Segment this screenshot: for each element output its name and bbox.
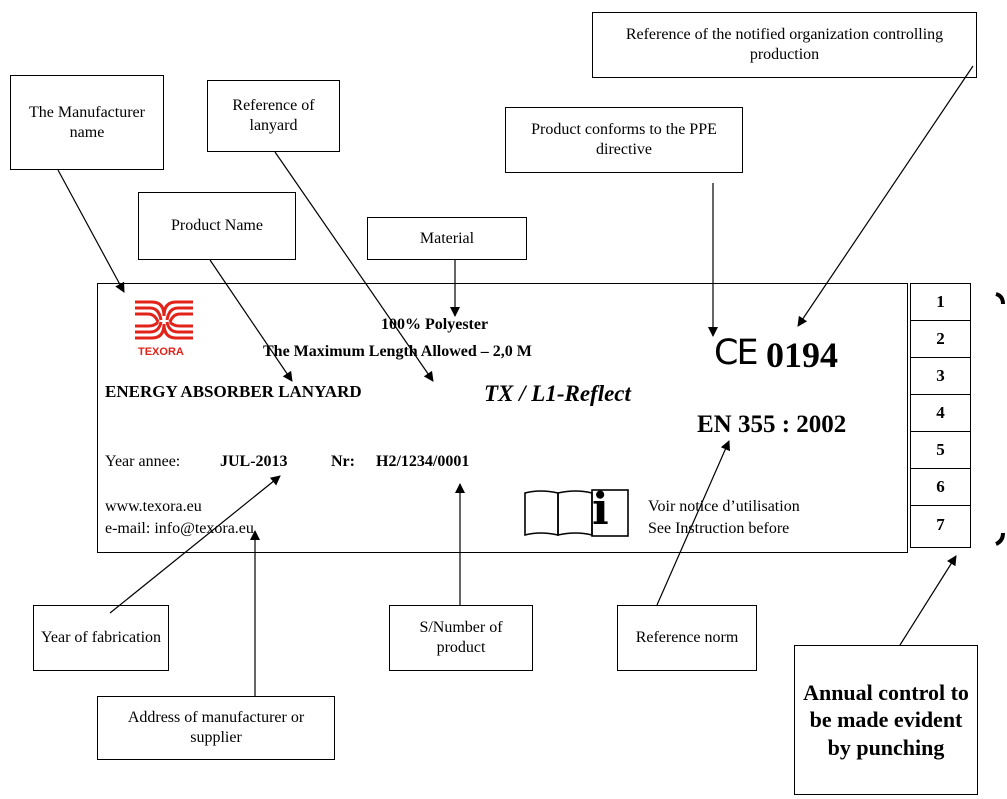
callout-manufacturer-name-text: The Manufacturer name bbox=[29, 103, 145, 141]
callout-year-fabrication: Year of fabrication bbox=[33, 605, 169, 671]
punch-cell: 5 bbox=[911, 432, 970, 469]
punch-bracket-bottom bbox=[995, 532, 1005, 546]
callout-material: Material bbox=[367, 217, 527, 260]
punch-cell: 1 bbox=[911, 284, 970, 321]
callout-annual-control: Annual control to be made evident by pun… bbox=[794, 645, 978, 795]
callout-serial-number: S/Number of product bbox=[389, 605, 533, 671]
callout-reference-norm-text: Reference norm bbox=[635, 629, 739, 646]
material-text: 100% Polyester bbox=[381, 316, 489, 333]
punch-cell: 6 bbox=[911, 469, 970, 506]
callout-notified-organization: Reference of the notified organization c… bbox=[592, 12, 977, 78]
arrow-product-name bbox=[209, 259, 293, 382]
year-value: JUL-2013 bbox=[220, 453, 288, 470]
product-name-text: ENERGY ABSORBER LANYARD bbox=[105, 382, 362, 401]
arrow-annual bbox=[899, 555, 957, 646]
ce-mark: CE bbox=[714, 333, 759, 373]
callout-notified-organization-text: Reference of the notified organization c… bbox=[625, 26, 944, 63]
arrow-notified-org bbox=[797, 65, 974, 327]
website-text: www.texora.eu bbox=[105, 498, 202, 515]
product-label bbox=[97, 283, 908, 553]
arrow-year bbox=[109, 475, 281, 614]
punch-grid: 1 2 3 4 5 6 7 bbox=[910, 283, 971, 548]
callout-serial-number-text: S/Number of product bbox=[419, 619, 503, 656]
notice-fr-text: Voir notice d’utilisation bbox=[648, 498, 800, 515]
callout-ppe-directive-text: Product conforms to the PPE directive bbox=[531, 121, 717, 158]
callout-reference-norm: Reference norm bbox=[617, 605, 757, 671]
info-symbol: i bbox=[592, 484, 609, 535]
arrow-manufacturer bbox=[57, 169, 125, 293]
callout-product-name: Product Name bbox=[138, 192, 296, 260]
max-length-text: The Maximum Length Allowed – 2,0 M bbox=[263, 343, 532, 360]
notified-body-number: 0194 bbox=[766, 335, 838, 375]
punch-cell: 2 bbox=[911, 321, 970, 358]
arrow-norm bbox=[656, 440, 730, 606]
texora-logo-icon bbox=[135, 300, 193, 340]
punch-cell: 3 bbox=[911, 358, 970, 395]
instruction-book-icon bbox=[524, 489, 629, 537]
norm-text: EN 355 : 2002 bbox=[697, 411, 847, 438]
callout-material-text: Material bbox=[419, 229, 475, 247]
year-prefix: Year annee: bbox=[105, 453, 181, 470]
logo-text: TEXORA bbox=[138, 346, 184, 358]
lanyard-reference-text: TX / L1-Reflect bbox=[484, 381, 631, 406]
punch-cell: 4 bbox=[911, 395, 970, 432]
callout-lanyard-reference-text: Reference of lanyard bbox=[232, 97, 315, 134]
callout-lanyard-reference: Reference of lanyard bbox=[207, 80, 340, 152]
punch-bracket-top bbox=[995, 292, 1005, 305]
arrow-lanyard-ref bbox=[274, 151, 434, 382]
callout-ppe-directive: Product conforms to the PPE directive bbox=[505, 107, 743, 173]
callout-product-name-text: Product Name bbox=[171, 217, 263, 234]
callout-address-text: Address of manufacturer or supplier bbox=[127, 709, 305, 746]
callout-address: Address of manufacturer or supplier bbox=[97, 696, 335, 760]
callout-annual-control-text: Annual control to be made evident by pun… bbox=[803, 679, 969, 760]
nr-value: H2/1234/0001 bbox=[376, 453, 470, 470]
email-text: e-mail: info@texora.eu bbox=[105, 520, 254, 537]
callout-manufacturer-name: The Manufacturer name bbox=[10, 75, 164, 170]
nr-prefix: Nr: bbox=[331, 453, 355, 470]
notice-en-text: See Instruction before bbox=[648, 520, 790, 537]
punch-cell: 7 bbox=[936, 514, 945, 534]
callout-year-fabrication-text: Year of fabrication bbox=[40, 629, 162, 646]
